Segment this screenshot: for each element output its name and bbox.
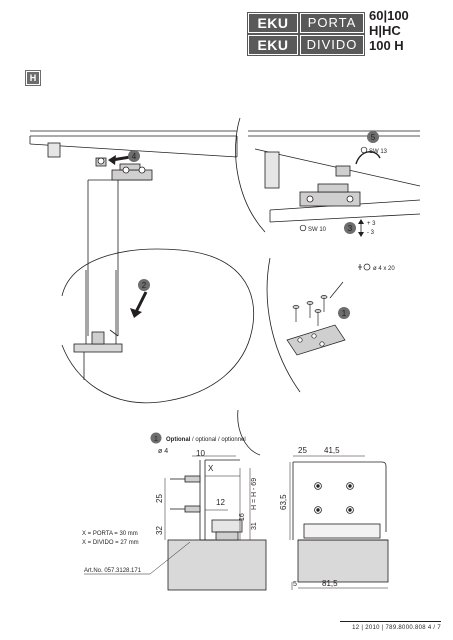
svg-text:2: 2 (142, 281, 147, 290)
svg-text:1: 1 (342, 309, 347, 318)
svg-text:1: 1 (154, 436, 158, 443)
dim-81-5: 81,5 (322, 579, 338, 588)
model-label-porta: 60|100 H|HC (369, 8, 409, 38)
dim-41-5: 41,5 (324, 446, 340, 455)
dim-phi4: ø 4 (158, 448, 168, 455)
step-badge-3: 3 (344, 222, 356, 234)
dim-16: 16 (239, 513, 246, 521)
svg-text:Optional / optional / optionne: Optional / optional / optionnel (166, 437, 246, 443)
dim-63-5: 63,5 (279, 494, 288, 510)
dim-10: 10 (196, 449, 205, 458)
technical-drawing-side (164, 455, 267, 591)
scene-top-right (248, 130, 421, 223)
scene-middle-right (286, 295, 346, 356)
optional-header: 1 Optional / optional / optionnel (150, 432, 246, 444)
eku-logo: EKU (248, 35, 298, 55)
brand-row-divido: EKU DIVIDO 100 H (248, 35, 433, 55)
section-badge: H (26, 71, 40, 85)
note-porta: X = PORTA = 30 mm (82, 531, 138, 537)
hanger-part-top (95, 157, 153, 181)
dim-12: 12 (216, 498, 225, 507)
step-badge-2: 2 (138, 279, 150, 291)
svg-text:5: 5 (371, 133, 376, 142)
callout-screw: ø 4 x 20 (373, 266, 395, 272)
model-label-divido: 100 H (369, 37, 404, 53)
brand-row-porta: EKU PORTA 60|100 H|HC (248, 8, 433, 38)
footer-rule (340, 621, 441, 622)
screw-head-icon (363, 263, 371, 271)
svg-text:4: 4 (132, 152, 137, 161)
dim-5: 5 (293, 581, 297, 588)
technical-drawing-front (289, 455, 389, 590)
wrench-icon (299, 224, 307, 232)
optional-bold: Optional (166, 437, 191, 443)
note-divido: X = DIVIDO = 27 mm (82, 540, 139, 546)
track-profile (47, 142, 61, 158)
callout-sw13: SW 13 (369, 149, 388, 155)
arrow-down (134, 291, 148, 313)
svg-text:3: 3 (348, 224, 353, 233)
step-badge-1: 1 (338, 307, 350, 319)
footer-docref: 12 | 2010 | 789.8000.808 4 / 7 (352, 625, 441, 631)
step-badge-5: 5 (367, 131, 379, 143)
rotate-arrow-icon (355, 151, 381, 165)
callout-sw10: SW 10 (308, 227, 327, 233)
art-no: Art.No. 057.3128.171 (84, 568, 142, 574)
step-badge-4: 4 (128, 150, 140, 162)
hanger-part-right (299, 165, 361, 207)
product-label-porta: PORTA (300, 13, 364, 33)
dim-25-front: 25 (298, 446, 307, 455)
scene-middle-left (73, 270, 123, 380)
screwdriver-icon (358, 264, 362, 270)
dim-25: 25 (155, 494, 164, 503)
product-label-divido: DIVIDO (300, 35, 364, 55)
dim-31: 31 (251, 522, 258, 530)
callout-minus3: - 3 (367, 230, 375, 236)
callout-plus3: + 3 (367, 221, 376, 227)
dim-x: X (208, 464, 214, 473)
dim-h: H = H - 69 (251, 478, 258, 510)
wrench-icon (360, 146, 368, 154)
eku-logo: EKU (248, 13, 298, 33)
optional-rest: / optional / optionnel (190, 437, 245, 443)
dim-32: 32 (155, 526, 164, 535)
